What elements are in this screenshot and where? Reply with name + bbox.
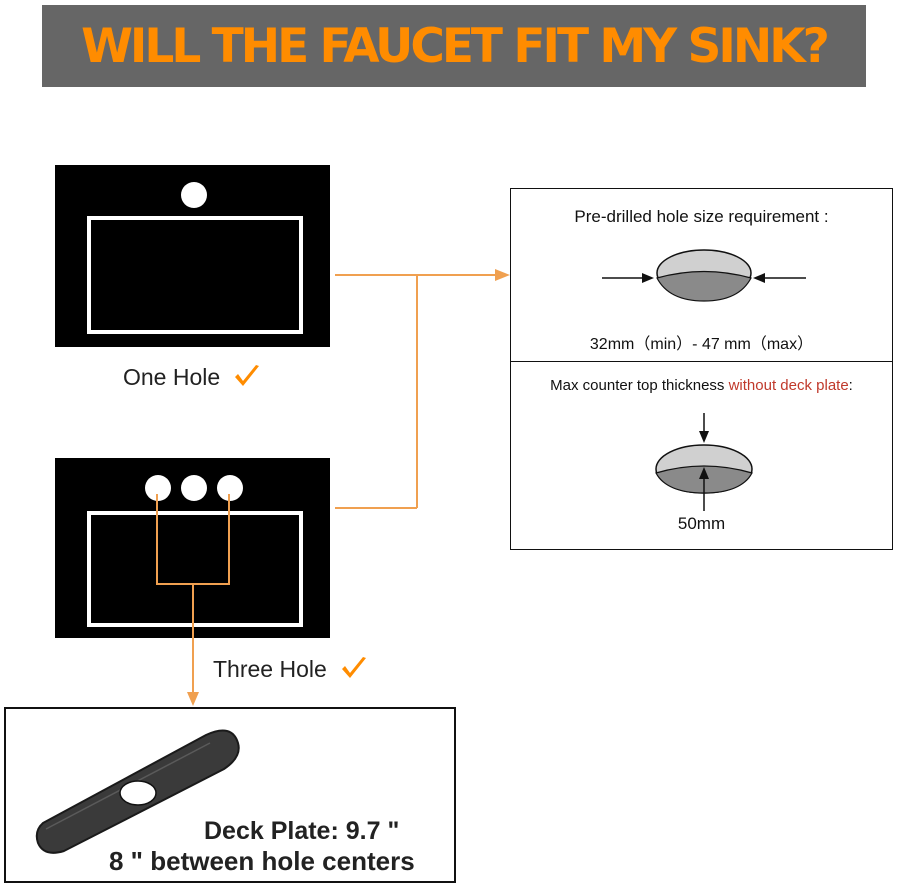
deck-plate-size: Deck Plate: 9.7 ": [204, 817, 399, 846]
checkmark-icon: [341, 657, 366, 678]
hole-size-min: 32mm（min）-: [589, 336, 698, 353]
faucet-hole: [181, 182, 207, 208]
requirements-panel: Pre-drilled hole size requirement : 32mm…: [510, 188, 893, 550]
thickness-title-highlight: without deck plate: [728, 377, 849, 394]
deck-plate-panel: Deck Plate: 9.7 " 8 " between hole cente…: [4, 707, 456, 883]
thickness-title: Max counter top thickness without deck p…: [511, 377, 892, 394]
sink-basin: [87, 216, 303, 334]
arrow-icon: [187, 692, 199, 706]
arrow-icon: [495, 269, 510, 281]
hole-size-title: Pre-drilled hole size requirement :: [574, 207, 829, 226]
checkmark-icon: [235, 365, 260, 386]
three-hole-label: Three Hole: [213, 655, 327, 682]
one-hole-sink-diagram: [55, 165, 330, 347]
thickness-diagram-icon: [655, 413, 753, 511]
thickness-title-prefix: Max counter top thickness: [550, 377, 725, 394]
panel-divider: [511, 361, 892, 362]
sink-basin: [87, 511, 303, 627]
one-hole-caption: One Hole: [123, 362, 262, 392]
deck-plate-icon: [35, 729, 240, 854]
title-banner: WILL THE FAUCET FIT MY SINK?: [42, 5, 866, 87]
deck-plate-spacing: 8 " between hole centers: [109, 846, 415, 876]
faucet-hole-center: [181, 475, 207, 501]
one-hole-label: One Hole: [123, 363, 221, 390]
thickness-value: 50mm: [677, 514, 726, 533]
deck-plate-value: 9.7 ": [345, 817, 400, 845]
thickness-title-suffix: :: [848, 377, 853, 394]
banner-title: WILL THE FAUCET FIT MY SINK?: [81, 18, 830, 74]
hole-diagram-icon: [602, 249, 806, 302]
hole-size-range: 32mm（min）- 47 mm（max）: [511, 330, 892, 354]
three-hole-caption: Three Hole: [213, 654, 369, 684]
deck-plate-label: Deck Plate:: [204, 817, 339, 845]
hole-size-max: 47 mm（max）: [701, 336, 814, 353]
